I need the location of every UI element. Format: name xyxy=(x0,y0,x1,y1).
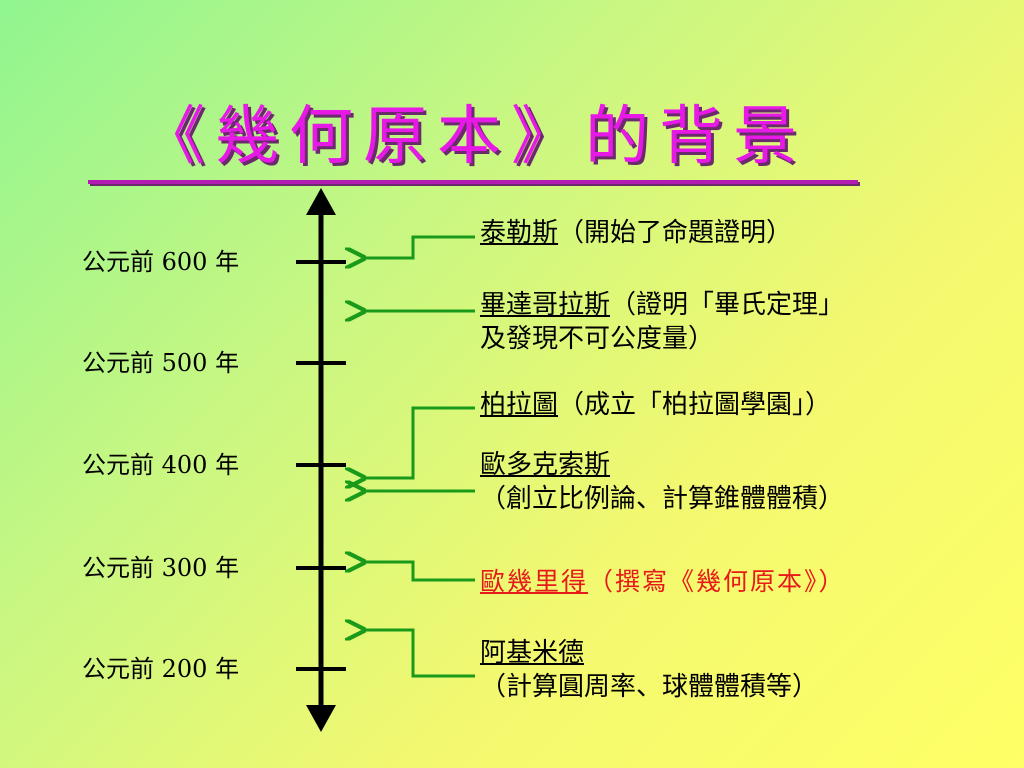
entry-name: 泰勒斯 xyxy=(480,218,559,248)
arrow-archimedes xyxy=(364,630,475,678)
entry-plato: 柏拉圖（成立「柏拉圖學園」） xyxy=(480,388,831,422)
entry-archimedes: 阿基米德 （計算圓周率、球體體積等） xyxy=(480,636,818,704)
year-label-400: 公元前 400 年 xyxy=(82,451,240,479)
arrow-thales xyxy=(364,235,475,258)
entry-thales: 泰勒斯（開始了命題證明） xyxy=(480,216,792,250)
axis-arrow-down xyxy=(306,705,336,732)
entry-desc: （成立「柏拉圖學園」） xyxy=(558,390,832,420)
arrow-plato xyxy=(364,406,475,478)
year-label-300: 公元前 300 年 xyxy=(82,554,240,582)
slide-title: 《幾何原本》的背景 xyxy=(141,100,807,174)
arrow-euclid xyxy=(364,562,475,582)
entry-name: 柏拉圖 xyxy=(480,390,559,420)
entry-name: 歐幾里得 xyxy=(480,567,589,596)
entry-desc: （證明「畢氏定理」 xyxy=(610,290,845,320)
title-underline xyxy=(88,180,858,184)
entry-desc-cont: （創立比例論、計算錐體體積） xyxy=(480,484,845,514)
year-label-600: 公元前 600 年 xyxy=(82,248,240,276)
entry-desc: （撰寫《幾何原本》） xyxy=(588,567,846,596)
entry-euclid: 歐幾里得（撰寫《幾何原本》） xyxy=(480,565,846,599)
entry-desc: （開始了命題證明） xyxy=(558,218,793,248)
entry-pythagoras: 畢達哥拉斯（證明「畢氏定理」 及發現不可公度量） xyxy=(480,288,844,356)
year-label-500: 公元前 500 年 xyxy=(82,349,240,377)
year-label-200: 公元前 200 年 xyxy=(82,655,240,683)
entry-desc-cont: 及發現不可公度量） xyxy=(480,324,715,354)
entry-name: 歐多克索斯 xyxy=(480,450,611,480)
entry-name: 阿基米德 xyxy=(480,638,585,668)
entry-eudoxus: 歐多克索斯 （創立比例論、計算錐體體積） xyxy=(480,448,844,516)
entry-name: 畢達哥拉斯 xyxy=(480,290,611,320)
entry-desc-cont: （計算圓周率、球體體積等） xyxy=(480,672,819,702)
axis-arrow-up xyxy=(306,188,336,215)
